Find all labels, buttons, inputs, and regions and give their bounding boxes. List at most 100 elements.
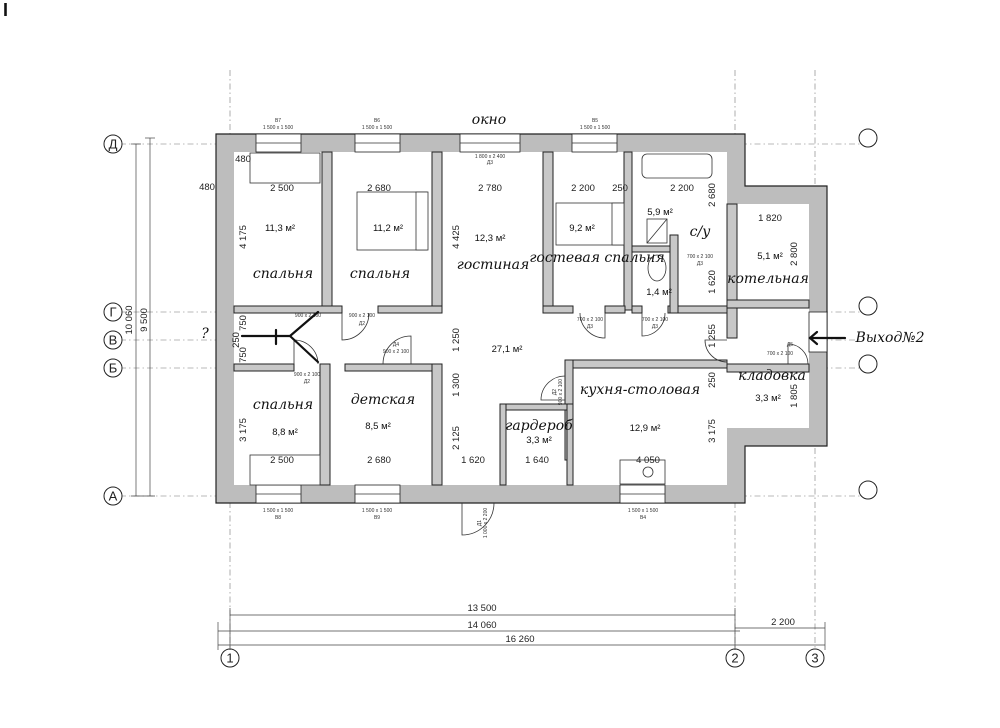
bedroom2-label: спальня [350,266,410,282]
row-axis-d: Д [103,134,123,154]
svg-text:Б: Б [109,361,118,376]
svg-text:900 x 2 100: 900 x 2 100 [295,313,321,319]
svg-text:250: 250 [707,372,718,388]
svg-text:В7: В7 [275,118,281,124]
wc-area: 1,4 м² [646,287,672,298]
svg-text:10 060: 10 060 [124,305,135,334]
svg-text:2 125: 2 125 [451,426,462,450]
col-axis-1: 1 [220,648,240,668]
svg-text:1 255: 1 255 [707,324,718,348]
svg-text:2 800: 2 800 [789,242,800,266]
svg-text:1 805: 1 805 [789,384,800,408]
hand-marks [240,310,847,364]
svg-text:480: 480 [235,154,251,165]
col-axis-2: 2 [725,648,745,668]
living-label: гостиная [457,257,529,273]
svg-text:3 175: 3 175 [238,418,249,442]
row-axis-b-right [858,354,878,374]
svg-text:В9: В9 [374,515,380,521]
room-labels: спальня спальня гостиная гостевая спальн… [253,224,809,434]
guest-label: гостевая спальня [529,250,664,266]
svg-text:1 620: 1 620 [461,455,485,466]
svg-text:2 680: 2 680 [367,455,391,466]
svg-text:700 x 2 100: 700 x 2 100 [767,351,793,357]
svg-text:16 260: 16 260 [505,634,534,645]
row-axis-b: Б [103,358,123,378]
exit-note: Выход№2 [854,330,924,346]
bath-area: 5,9 м² [647,207,673,218]
kitchen-label: кухня-столовая [580,382,700,398]
svg-text:Д2: Д2 [552,389,558,395]
guest-area: 9,2 м² [569,223,595,234]
kitchen-area: 12,9 м² [630,423,661,434]
svg-text:2 200: 2 200 [571,183,595,194]
svg-text:1 820: 1 820 [758,213,782,224]
overall-dimensions: 10 060 9 500 13 500 14 060 16 260 2 200 [124,137,826,650]
svg-text:4 050: 4 050 [636,455,660,466]
svg-text:14 060: 14 060 [467,620,496,631]
fixtures [249,152,713,486]
svg-text:В: В [109,333,118,348]
svg-text:4 425: 4 425 [451,225,462,249]
svg-text:900 x 2 100: 900 x 2 100 [558,379,564,405]
pantry-area: 3,3 м² [755,393,781,404]
svg-text:2 680: 2 680 [367,183,391,194]
svg-text:1 500 x 1 500: 1 500 x 1 500 [362,508,393,514]
svg-text:2 500: 2 500 [270,455,294,466]
svg-text:1 800 x 2 400: 1 800 x 2 400 [475,154,506,160]
row-axis-g-right [858,296,878,316]
window-labels: В7 1 500 x 1 500 В6 1 500 x 1 500 1 800 … [263,118,659,521]
svg-text:750: 750 [238,347,249,363]
svg-text:4 175: 4 175 [238,225,249,249]
svg-text:900 x 2 100: 900 x 2 100 [383,349,409,355]
row-axis-d-right [858,128,878,148]
svg-text:13 500: 13 500 [467,603,496,614]
svg-text:Д2: Д2 [304,379,310,385]
svg-text:В4: В4 [640,515,646,521]
notes: окно Выход№2 ? [201,112,924,346]
svg-text:1 500 x 1 500: 1 500 x 1 500 [628,508,659,514]
svg-text:3 175: 3 175 [707,419,718,443]
svg-text:900 x 2 100: 900 x 2 100 [349,313,375,319]
window-note: окно [472,112,506,128]
svg-text:250: 250 [612,183,628,194]
doors [293,312,809,536]
svg-text:Д2: Д2 [359,321,365,327]
boiler-area: 5,1 м² [757,251,783,262]
svg-text:1 500 x 1 500: 1 500 x 1 500 [263,508,294,514]
svg-text:Д3: Д3 [697,261,703,267]
svg-text:Д3: Д3 [652,324,658,330]
svg-text:Д5: Д5 [787,342,793,348]
svg-text:Д4: Д4 [393,342,399,348]
col-axis-3: 3 [805,648,825,668]
svg-text:2: 2 [731,651,738,666]
svg-text:1 620: 1 620 [707,270,718,294]
row-axis-g: Г [103,302,123,322]
svg-text:2 780: 2 780 [478,183,502,194]
svg-text:2 200: 2 200 [771,617,795,628]
svg-text:1: 1 [226,651,233,666]
svg-text:1 500 x 1 500: 1 500 x 1 500 [263,125,294,131]
svg-text:3: 3 [811,651,818,666]
svg-text:Г: Г [109,305,116,320]
svg-text:Д3: Д3 [587,324,593,330]
interior-dimensions: 2 500 2 680 2 780 2 200 250 2 200 1 820 … [199,154,800,466]
svg-text:1 300: 1 300 [451,373,462,397]
pantry-label: кладовка [738,368,806,384]
svg-text:2 200: 2 200 [670,183,694,194]
corner-mark: I [3,0,8,20]
svg-text:700 x 2 100: 700 x 2 100 [577,317,603,323]
bedroom1-area: 11,3 м² [265,223,295,234]
hall-area: 27,1 м² [492,344,523,355]
door-labels: 900 x 2 100 900 x 2 100 Д2 700 x 2 100 Д… [294,254,793,538]
kids-area: 8,5 м² [365,421,391,432]
row-axis-a: А [103,486,123,506]
boiler-label: котельная [727,271,809,287]
bedroom2-area: 11,2 м² [373,223,403,234]
svg-text:Д: Д [109,137,118,152]
svg-text:Д1: Д1 [477,520,483,526]
svg-text:480: 480 [199,182,215,193]
svg-text:1 250: 1 250 [451,328,462,352]
room-areas: 11,3 м² 11,2 м² 12,3 м² 9,2 м² 5,9 м² 1,… [265,207,783,446]
